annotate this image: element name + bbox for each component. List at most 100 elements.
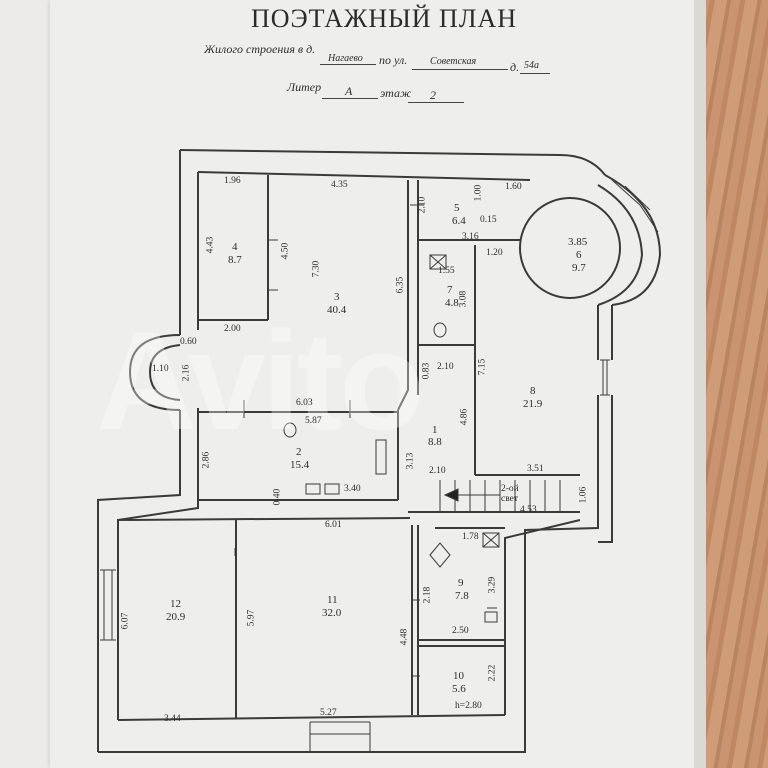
liter-label: Литер bbox=[287, 80, 322, 94]
outer-wall-left-mid-inner bbox=[117, 408, 199, 720]
dim-0-83: 0.83 bbox=[421, 362, 432, 380]
cabinet-fixture bbox=[484, 611, 498, 623]
room-2-number: 2 bbox=[296, 446, 302, 458]
dim-1-60: 1.60 bbox=[505, 182, 522, 192]
window-left bbox=[100, 569, 116, 641]
boiler-cross-1 bbox=[429, 254, 447, 270]
dim-0-40: 0.40 bbox=[272, 488, 283, 506]
dim-7-15: 7.15 bbox=[477, 358, 488, 376]
liter-underline bbox=[322, 98, 378, 99]
dim-5-97: 5.97 bbox=[246, 609, 257, 627]
dim-2-18: 2.18 bbox=[422, 586, 433, 604]
room-2-area: 15.4 bbox=[290, 459, 310, 471]
dim-4-53: 4.53 bbox=[520, 505, 537, 515]
dim-2-86: 2.86 bbox=[201, 451, 212, 469]
room-11-number: 11 bbox=[327, 594, 338, 606]
dim-6-01: 6.01 bbox=[325, 520, 342, 530]
dim-4-86: 4.86 bbox=[459, 408, 470, 426]
dim-0-15: 0.15 bbox=[480, 215, 497, 225]
dim-1-78: 1.78 bbox=[462, 532, 479, 542]
outer-wall-left-mid bbox=[97, 410, 181, 752]
tick-marks bbox=[234, 204, 497, 677]
street-name: Советская bbox=[430, 56, 477, 67]
room-9-area: 7.8 bbox=[455, 590, 469, 602]
room-6-number: 6 bbox=[576, 249, 582, 261]
outer-wall-right-lower-2 bbox=[598, 395, 613, 543]
dim-3-29: 3.29 bbox=[487, 576, 498, 594]
outer-wall-top-inner bbox=[197, 171, 531, 181]
bay-window-left-inner bbox=[148, 344, 181, 401]
room-7-number: 7 bbox=[447, 284, 453, 296]
round-room-wall bbox=[519, 197, 621, 299]
round-room-window bbox=[611, 179, 659, 233]
page-edge bbox=[694, 0, 706, 768]
boiler-fixture-1 bbox=[429, 254, 447, 270]
room-5-number: 5 bbox=[454, 202, 460, 214]
room-8-area: 21.9 bbox=[523, 398, 543, 410]
toilet-fixture-1 bbox=[305, 483, 321, 495]
dim-6-03: 6.03 bbox=[296, 398, 313, 408]
dim-1-06: 1.06 bbox=[578, 486, 589, 504]
toilet-fixture-3 bbox=[283, 422, 297, 438]
dim-2-10b: 2.10 bbox=[437, 362, 454, 372]
street-label: по ул. bbox=[379, 53, 408, 67]
outer-wall-right-lower bbox=[524, 395, 599, 720]
outer-wall-bottom bbox=[98, 720, 526, 753]
toilet-fixture-4 bbox=[433, 322, 447, 338]
ceiling-height: h=2.80 bbox=[455, 701, 482, 711]
dim-1-55: 1.55 bbox=[438, 266, 455, 276]
dim-6-07: 6.07 bbox=[120, 612, 131, 630]
dim-5-27: 5.27 bbox=[320, 708, 337, 718]
village-underline bbox=[320, 64, 376, 65]
village-name: Нагаево bbox=[328, 53, 363, 64]
dim-2-10c: 2.10 bbox=[429, 466, 446, 476]
street-underline bbox=[412, 69, 508, 70]
stairs-label: 2-ой свет bbox=[501, 484, 519, 504]
wall-room3-right bbox=[397, 180, 409, 411]
dim-4-50: 4.50 bbox=[280, 242, 291, 260]
outer-wall-right-lower-inner bbox=[504, 519, 581, 715]
room-6-area: 9.7 bbox=[572, 262, 586, 274]
dim-2-22: 2.22 bbox=[487, 664, 498, 682]
dim-0-60: 0.60 bbox=[180, 337, 197, 347]
dim-3-16: 3.16 bbox=[462, 232, 479, 242]
window-bottom bbox=[309, 721, 371, 752]
dim-4-35: 4.35 bbox=[331, 180, 348, 190]
dim-2-16: 2.16 bbox=[181, 364, 192, 382]
toilet-fixture-2 bbox=[324, 483, 340, 495]
house-underline bbox=[520, 73, 550, 74]
room-10-number: 10 bbox=[453, 670, 464, 682]
dim-2-00: 2.00 bbox=[224, 324, 241, 334]
room-5-area: 6.4 bbox=[452, 215, 466, 227]
dim-1-96: 1.96 bbox=[224, 176, 241, 186]
dim-1-20: 1.20 bbox=[486, 248, 503, 258]
page-title: ПОЭТАЖНЫЙ ПЛАН bbox=[250, 4, 518, 33]
room-12-area: 20.9 bbox=[166, 611, 186, 623]
room-7-area: 4.8 bbox=[445, 297, 459, 309]
boiler-fixture-2 bbox=[482, 532, 500, 548]
underlying-page bbox=[0, 0, 56, 768]
room-10-area: 5.6 bbox=[452, 683, 466, 695]
room-11-area: 32.0 bbox=[322, 607, 342, 619]
dim-3-13: 3.13 bbox=[405, 452, 416, 470]
bay-window-left bbox=[128, 334, 181, 411]
dim-4-43: 4.43 bbox=[205, 236, 216, 254]
room-1-number: 1 bbox=[432, 424, 438, 436]
room-8-number: 8 bbox=[530, 385, 536, 397]
floor-label: этаж bbox=[380, 86, 412, 100]
avito-watermark: Avito bbox=[96, 302, 425, 459]
room-1-area: 8.8 bbox=[428, 436, 442, 448]
liter-value: А bbox=[345, 84, 353, 98]
room-9-number: 9 bbox=[458, 577, 464, 589]
document-page bbox=[50, 0, 698, 768]
window-right bbox=[600, 359, 610, 396]
dim-7-30: 7.30 bbox=[311, 260, 322, 278]
room-3-number: 3 bbox=[334, 291, 340, 303]
dim-1-10: 1.10 bbox=[152, 364, 169, 374]
dim-2-50: 2.50 bbox=[452, 626, 469, 636]
corner-bath bbox=[429, 542, 451, 568]
dim-2-10a: 2.10 bbox=[417, 196, 428, 214]
dim-6-35: 6.35 bbox=[395, 276, 406, 294]
boiler-cross-2 bbox=[482, 532, 500, 548]
